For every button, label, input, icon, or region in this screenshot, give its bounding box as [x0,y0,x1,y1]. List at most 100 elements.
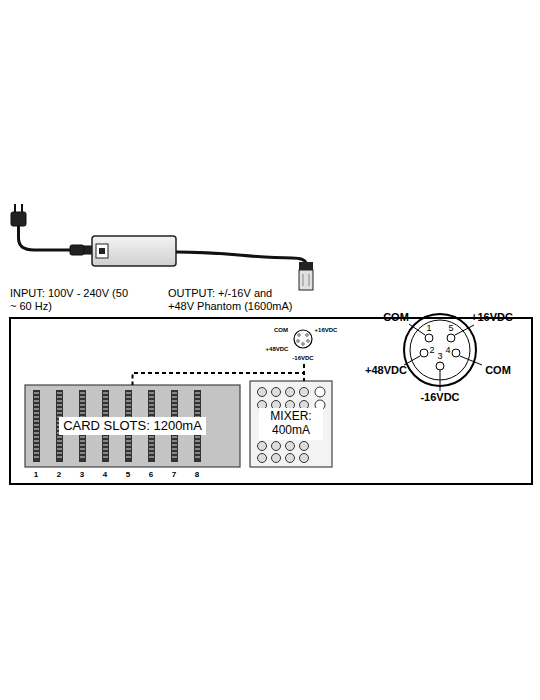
pin-name: +48VDC [266,346,289,353]
pin-name: COM [383,311,409,324]
slot-tick [34,441,39,442]
mixer-panel [250,381,332,467]
slot-tick [57,433,62,434]
mixer-knob [272,401,281,410]
slot-tick [195,405,200,406]
slot-tick [172,413,177,414]
slot-tick [149,441,154,442]
box-label: CARD SLOTS: 1200mA [59,417,206,436]
card-slot [79,390,86,462]
slot-tick [149,401,154,402]
slot-tick [57,393,62,394]
slot-tick [57,445,62,446]
slot-tick [103,429,108,430]
slot-tick [57,453,62,454]
slot-tick [103,453,108,454]
slot-tick [195,445,200,446]
slot-number: 4 [103,470,107,480]
slot-tick [80,409,85,410]
slot-tick [126,429,131,430]
power-supply-brick [92,236,176,266]
slot-tick [103,421,108,422]
slot-tick [195,453,200,454]
output-cable [176,252,313,290]
slot-tick [126,445,131,446]
slot-number: 3 [80,470,84,480]
slot-tick [172,441,177,442]
slot-tick [149,393,154,394]
slot-tick [57,417,62,418]
slot-tick [34,409,39,410]
slot-tick [80,441,85,442]
slot-tick [126,401,131,402]
pin-number: 2 [429,345,434,356]
mixer-knob [272,454,281,463]
slot-tick [172,453,177,454]
input-spec: INPUT: 100V - 240V (50 ~ 60 Hz) [10,287,128,313]
slot-tick [195,441,200,442]
slot-tick [34,421,39,422]
slot-tick [172,409,177,410]
slot-tick [34,397,39,398]
slot-tick [195,393,200,394]
slot-tick [80,453,85,454]
slot-tick [80,429,85,430]
slot-tick [80,413,85,414]
slot-tick [195,425,200,426]
slot-tick [80,405,85,406]
card-slot [171,390,178,462]
slot-tick [57,413,62,414]
slot-tick [57,429,62,430]
slot-tick [57,421,62,422]
slot-tick [126,449,131,450]
card-slots-box: CARD SLOTS: 1200mA [25,385,240,467]
slot-tick [57,405,62,406]
connector-pin [307,340,310,343]
slot-tick [57,425,62,426]
card-slot [194,390,201,462]
slot-tick [57,409,62,410]
slot-tick [57,441,62,442]
pin-number: 3 [437,351,442,362]
mixer-box: MIXER: 400mA [250,381,332,467]
mixer-knob [258,454,267,463]
slot-tick [34,425,39,426]
slot-tick [126,413,131,414]
slot-tick [103,425,108,426]
slot-tick [80,449,85,450]
slot-tick [103,393,108,394]
slot-tick [126,457,131,458]
slot-tick [195,401,200,402]
power-wire [133,364,305,385]
pin-name: -16VDC [420,391,459,404]
slot-tick [195,397,200,398]
slot-tick [195,421,200,422]
slot-tick [103,457,108,458]
slot-tick [149,425,154,426]
slot-tick [149,429,154,430]
slot-tick [149,397,154,398]
slot-tick [57,401,62,402]
slot-tick [195,433,200,434]
connector-shell [294,330,312,348]
slot-tick [195,429,200,430]
card-slot [33,390,40,462]
slot-number: 1 [34,470,38,480]
ac-plug [11,204,92,255]
slot-tick [103,449,108,450]
chassis-outline [10,318,532,484]
card-slot [148,390,155,462]
slot-tick [172,445,177,446]
pin-name: +16VDC [315,327,338,334]
output-spec: OUTPUT: +/-16V and +48V Phantom (1600mA) [168,287,296,313]
slot-tick [80,421,85,422]
box-label: MIXER: 400mA [259,408,323,440]
slot-tick [149,457,154,458]
power-wire [303,364,305,381]
slot-tick [149,421,154,422]
slot-tick [195,409,200,410]
card-slot-panel [25,385,240,467]
slot-tick [126,409,131,410]
slot-tick [57,449,62,450]
slot-tick [172,397,177,398]
